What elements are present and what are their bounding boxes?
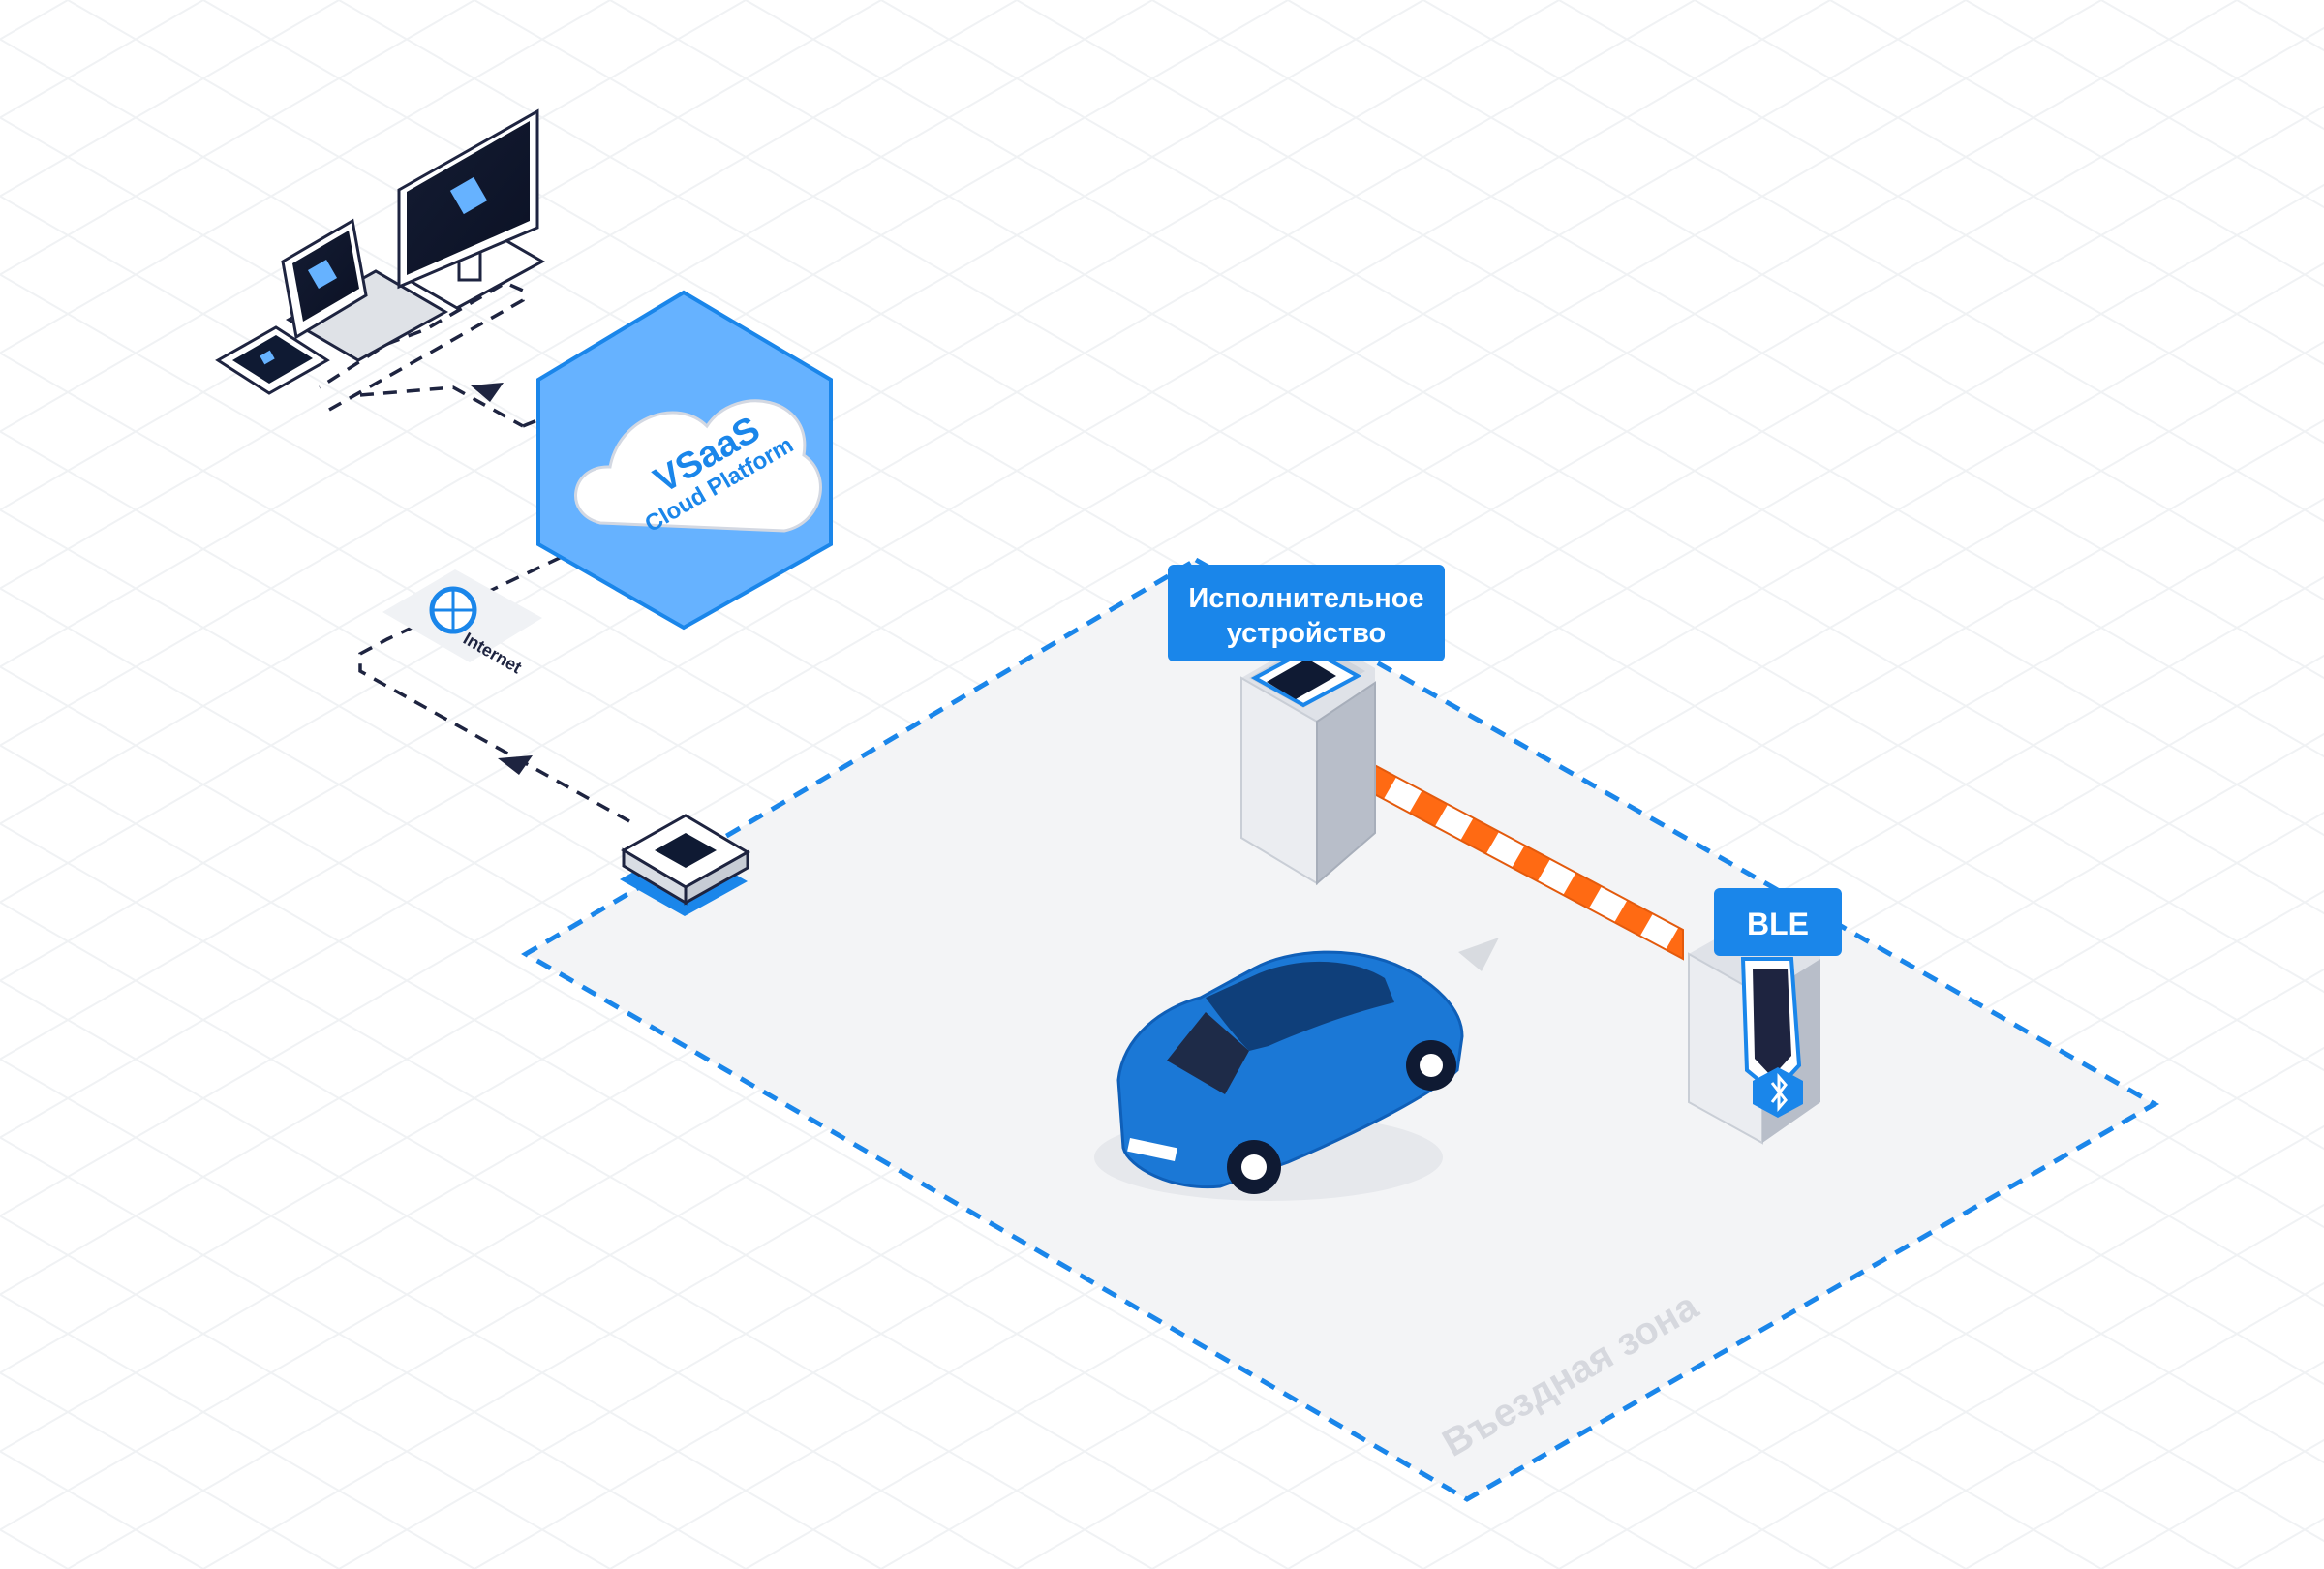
actuator-label-line2: устройство [1227,618,1386,649]
actuator-label: Исполнительное устройство [1168,565,1445,661]
arrow-to-devices [471,383,504,402]
arrow-to-internet [498,755,533,775]
desktop-monitor [397,108,546,310]
direction-arrow [1458,938,1499,971]
smartphone [215,325,330,395]
actuator-label-line1: Исполнительное [1188,583,1423,614]
gateway-device [620,814,750,916]
ble-label: BLE [1714,888,1842,956]
bluetooth-icon [1753,1067,1803,1118]
car [1094,950,1464,1201]
ble-reader [1688,912,1820,1145]
laptop-logo-icon [307,259,338,290]
ble-label-text: BLE [1747,907,1809,941]
vsaas-cloud-platform: VSaaS Cloud Platform [536,290,833,631]
laptop [281,218,449,362]
license-plate [1127,1137,1177,1162]
monitor-logo-icon [449,176,488,215]
actuator-device [1240,634,1376,886]
